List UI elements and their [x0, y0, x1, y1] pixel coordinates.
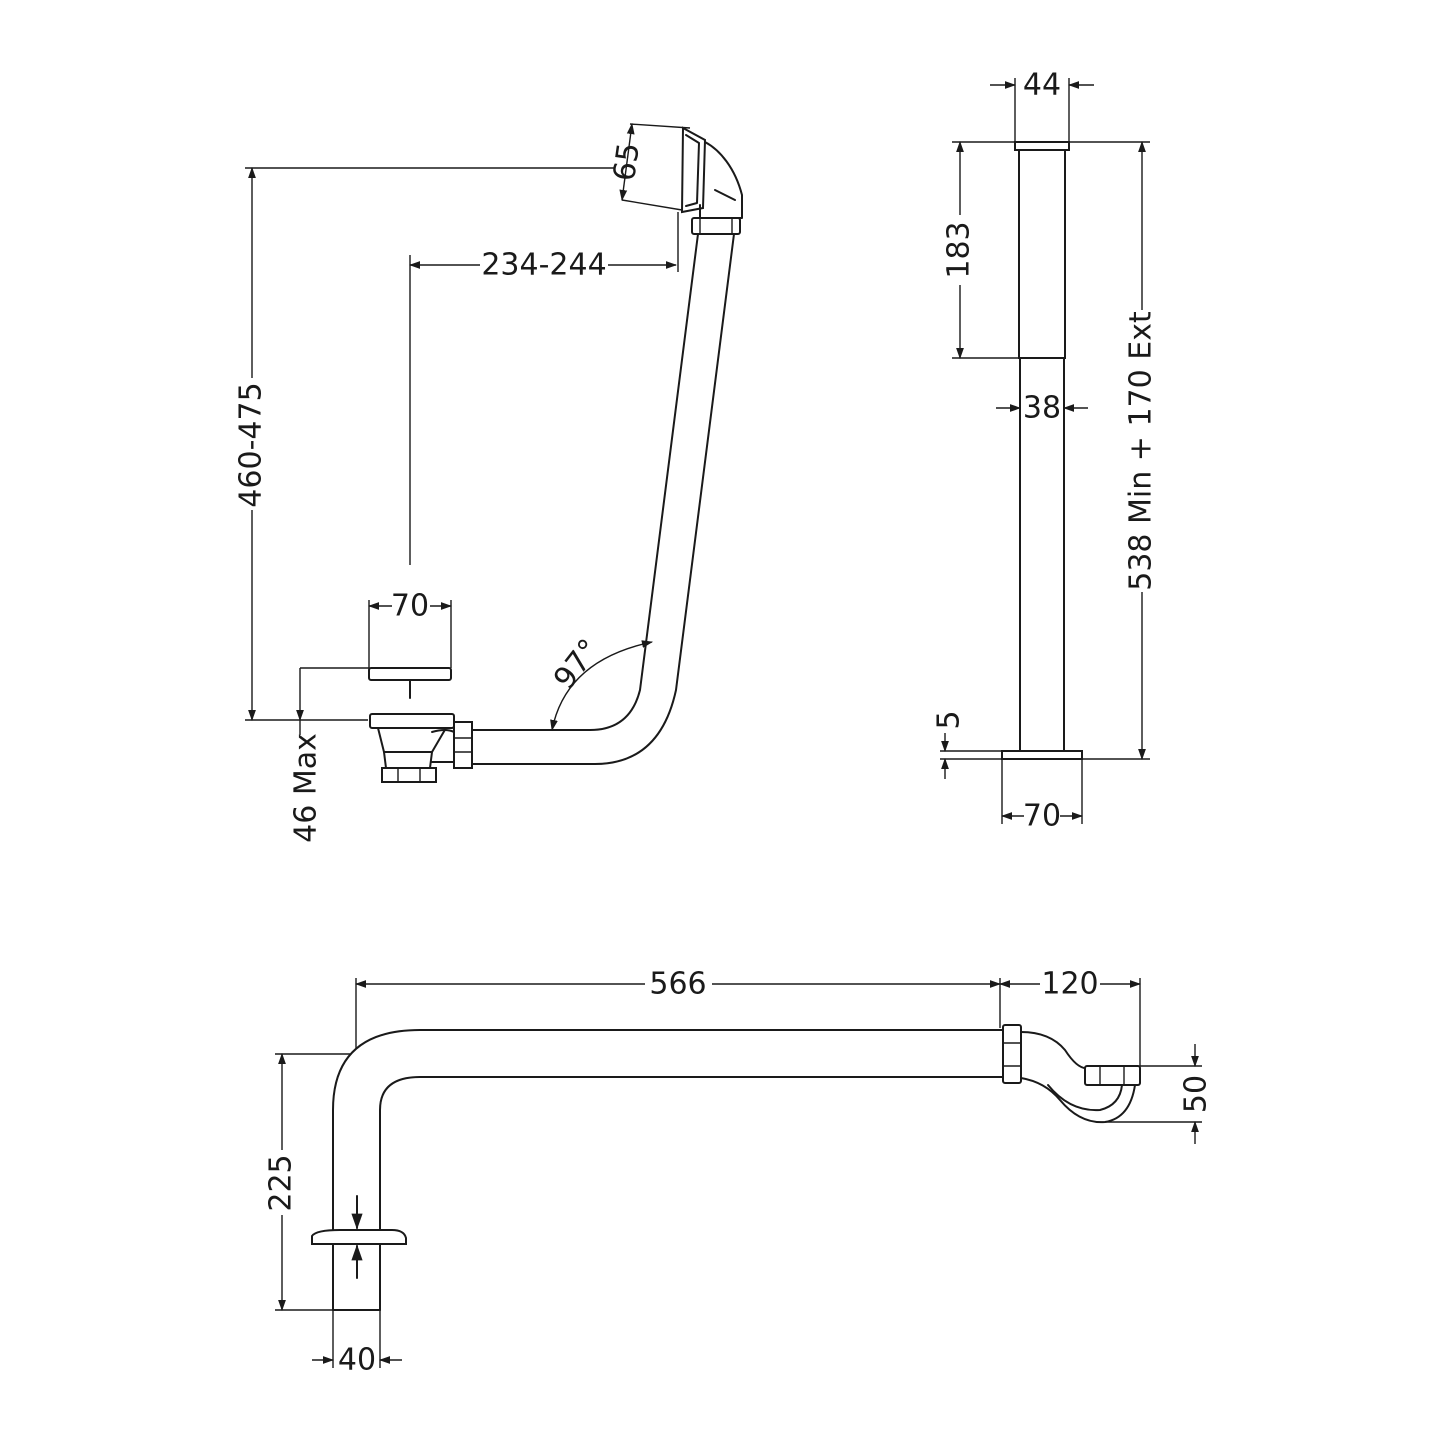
dim-label-top-width: 44: [1023, 68, 1061, 103]
dim-label-plug-lift: 46 Max: [289, 733, 324, 843]
dim-waste-to-overflow: 234-244: [408, 212, 679, 565]
dim-label-tube-width: 38: [1023, 391, 1061, 426]
side-view: 65 234-244 460-475 70: [234, 122, 743, 843]
dim-label-pipe-diameter: 40: [338, 1343, 376, 1378]
dim-label-vertical-height: 225: [264, 1154, 299, 1211]
plan-view: 566 120 50 225: [264, 967, 1214, 1378]
dim-trap-offset: 120: [998, 967, 1142, 1066]
dim-handle-height: 65: [607, 122, 691, 211]
dim-angle: 97°: [547, 633, 654, 732]
waste-body: [369, 713, 473, 783]
dim-vertical-height: 225: [264, 1052, 350, 1312]
dim-label-trap-offset: 120: [1041, 967, 1098, 1002]
dim-plug-width: 70: [367, 589, 453, 668]
dim-pipe-diameter: 40: [312, 1310, 402, 1378]
dim-overall-length: 538 Min + 170 Ext: [1069, 140, 1159, 761]
waste-pipe: [311, 1029, 1004, 1311]
dim-trap-height: 50: [1105, 1044, 1214, 1144]
dim-base-width: 70: [1000, 759, 1084, 834]
plug: [368, 667, 452, 699]
dim-base-thickness: 5: [932, 710, 1002, 779]
dim-label-base-width: 70: [1023, 799, 1061, 834]
overflow-pipe: [471, 233, 735, 765]
dim-overall-height: 460-475: [234, 166, 615, 722]
dim-label-plug-width: 70: [391, 589, 429, 624]
dim-label-trap-height: 50: [1179, 1075, 1214, 1113]
dim-plug-lift: 46 Max: [289, 667, 369, 843]
dim-label-overall-length: 538 Min + 170 Ext: [1124, 311, 1159, 591]
dim-label-pipe-length: 566: [649, 967, 706, 1002]
overflow-handle: [680, 126, 743, 235]
front-view: 44 183 38 538 Min + 170 Ext: [932, 68, 1159, 834]
dim-label-upper-section: 183: [942, 221, 977, 278]
dim-upper-section: 183: [942, 140, 1019, 360]
dim-label-base-thickness: 5: [932, 710, 967, 729]
dim-pipe-length: 566: [354, 967, 1002, 1048]
trap: [1002, 1024, 1141, 1124]
dim-label-waste-to-overflow: 234-244: [481, 248, 606, 283]
dim-top-width: 44: [990, 68, 1094, 142]
dim-label-handle-height: 65: [607, 141, 647, 184]
dim-label-overall-height: 460-475: [234, 382, 269, 507]
standpipe: [1001, 141, 1083, 760]
dim-label-angle: 97°: [547, 633, 607, 696]
dim-tube-width: 38: [996, 391, 1088, 426]
